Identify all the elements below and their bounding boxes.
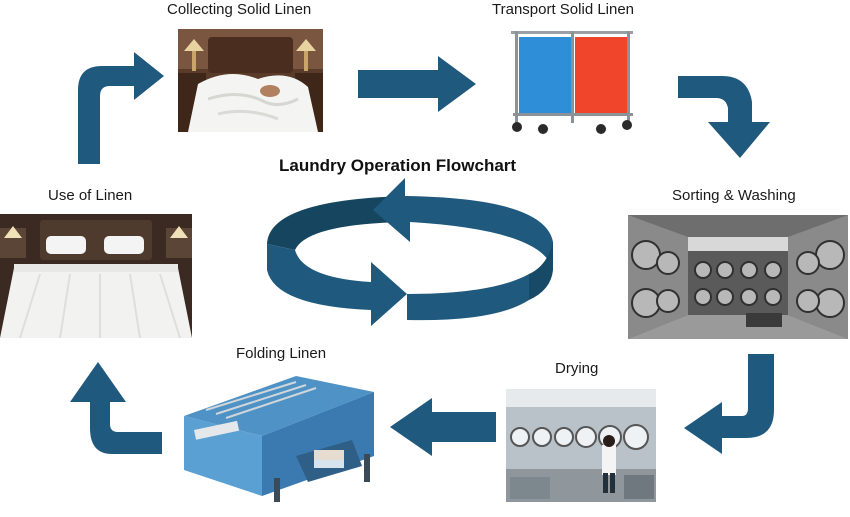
laundry-cart-photo bbox=[505, 25, 640, 135]
made-bed-photo bbox=[0, 214, 192, 338]
step-label-use: Use of Linen bbox=[48, 187, 133, 204]
folding-machine-photo bbox=[176, 370, 382, 505]
step-label-transport: Transport Solid Linen bbox=[492, 1, 635, 18]
curved-arrow-up-right-icon bbox=[78, 52, 164, 164]
curved-arrow-right-down-icon bbox=[678, 76, 770, 158]
step-label-folding: Folding Linen bbox=[236, 345, 327, 362]
industrial-dryers-photo bbox=[506, 389, 656, 502]
unmade-bed-photo bbox=[178, 29, 323, 132]
step-label-drying: Drying bbox=[555, 360, 599, 377]
washing-machines-photo bbox=[628, 215, 848, 339]
arrow-left-bottom-icon bbox=[390, 398, 496, 456]
step-label-collecting: Collecting Solid Linen bbox=[167, 1, 312, 18]
curved-arrow-left-up-icon bbox=[70, 362, 162, 454]
curved-arrow-down-left-icon bbox=[684, 354, 774, 454]
flowchart-title: Laundry Operation Flowchart bbox=[279, 156, 517, 175]
cycle-arrows-icon bbox=[267, 178, 553, 326]
arrow-right-top-icon bbox=[358, 56, 476, 112]
step-label-sorting: Sorting & Washing bbox=[672, 187, 796, 204]
